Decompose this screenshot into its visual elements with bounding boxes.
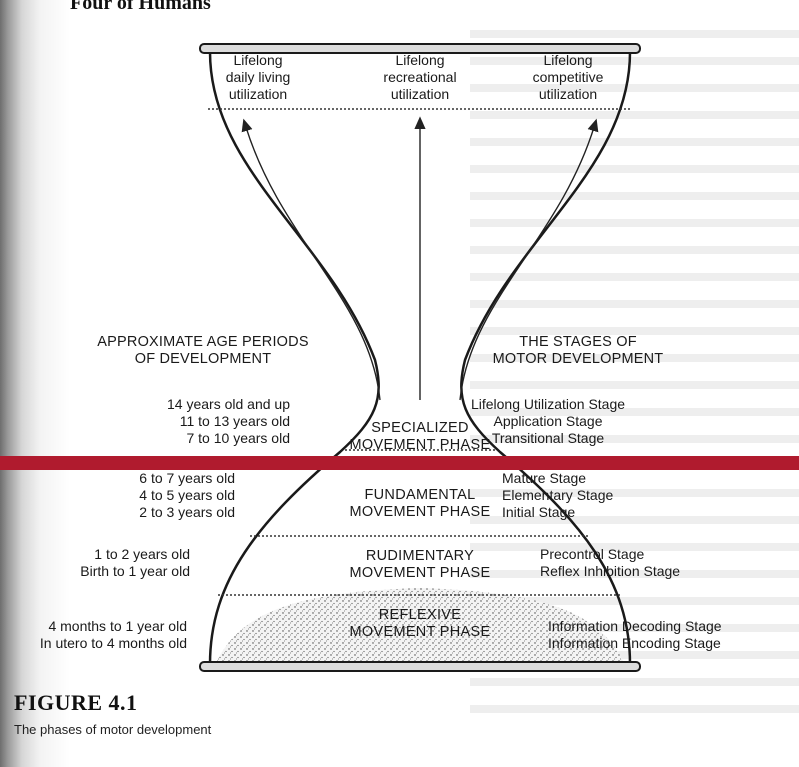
page-header-fragment: Four of Humans (70, 0, 211, 14)
use-competitive-label: Lifelong competitive utilization (532, 52, 604, 102)
highlight-bar (0, 456, 799, 470)
figure-caption: The phases of motor development (14, 722, 212, 737)
use-recreational-label: Lifelong recreational utilization (383, 52, 457, 102)
specialized-ages: 14 years old and up 11 to 13 years old 7… (167, 396, 290, 446)
age-periods-heading: APPROXIMATE AGE PERIODS OF DEVELOPMENT (97, 334, 309, 367)
reflexive-phase-label: REFLEXIVE MOVEMENT PHASE (349, 607, 491, 640)
sand-pile (215, 588, 625, 665)
fundamental-stages: Mature Stage Elementary Stage Initial St… (502, 470, 614, 520)
rudimentary-stages: Precontrol Stage Reflex Inhibition Stage (540, 546, 681, 579)
stages-heading: THE STAGES OF MOTOR DEVELOPMENT (492, 334, 664, 367)
reflexive-ages: 4 months to 1 year old In utero to 4 mon… (39, 618, 187, 651)
fundamental-phase-label: FUNDAMENTAL MOVEMENT PHASE (349, 487, 491, 520)
reflexive-stages: Information Decoding Stage Information E… (548, 618, 722, 651)
hourglass-right-outline (460, 51, 632, 665)
specialized-phase-label: SPECIALIZED MOVEMENT PHASE (349, 420, 491, 453)
hourglass-top-cap (199, 43, 641, 54)
fundamental-ages: 6 to 7 years old 4 to 5 years old 2 to 3… (139, 470, 235, 520)
rudimentary-phase-label: RUDIMENTARY MOVEMENT PHASE (349, 548, 491, 581)
use-daily-living-label: Lifelong daily living utilization (225, 52, 291, 102)
hourglass-bottom-cap (199, 661, 641, 672)
figure-number: FIGURE 4.1 (14, 690, 138, 715)
arrow-competitive (459, 118, 599, 401)
hourglass-left-outline (208, 51, 380, 665)
rudimentary-ages: 1 to 2 years old Birth to 1 year old (80, 546, 190, 579)
specialized-stages: Lifelong Utilization Stage Application S… (470, 396, 626, 446)
arrow-daily-living (241, 118, 381, 401)
